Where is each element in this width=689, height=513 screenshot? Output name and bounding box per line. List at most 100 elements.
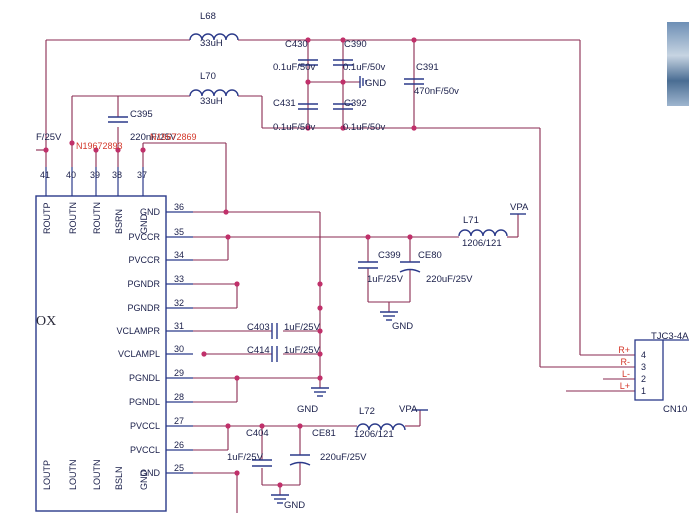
l72-ref: L72 — [359, 406, 375, 417]
connector-signal: R- — [621, 357, 631, 367]
net-label-1: N19672893 — [76, 141, 123, 151]
ic-pin-name: BSLN — [114, 466, 124, 490]
ic-pin-number: 33 — [174, 274, 184, 284]
connector-signal: R+ — [618, 345, 630, 355]
l70-value: 33uH — [200, 96, 223, 107]
c391-value: 470nF/50v — [414, 86, 459, 97]
gnd-top-label: GND — [365, 78, 386, 89]
l70-ref: L70 — [200, 71, 216, 82]
l68-ref: L68 — [200, 11, 216, 22]
c399-value: 1uF/25V — [367, 274, 404, 285]
vpa-label-1: VPA — [510, 202, 529, 213]
ic-pin-name: BSRN — [114, 209, 124, 234]
ic-pin-number: 38 — [112, 170, 122, 180]
gnd-symbol-2 — [380, 311, 398, 321]
ic-pin-name: PGNDR — [127, 279, 160, 289]
ic-pin-name: PVCCR — [128, 255, 160, 265]
gnd-label-2: GND — [392, 321, 413, 332]
vpa-label-2: VPA — [399, 404, 418, 415]
top-wiring — [36, 39, 635, 392]
ic-pin-name: LOUTP — [42, 460, 52, 490]
cap-plates-right — [252, 261, 421, 467]
left-cap-fragment: F/25V — [36, 132, 62, 143]
ic-pin-name: ROUTP — [42, 203, 52, 235]
c431-ref: C431 — [273, 98, 296, 109]
amplifier-ic — [35, 167, 193, 512]
c414-value: 1uF/25V — [284, 345, 321, 356]
ic-pin-name: LOUTN — [68, 459, 78, 490]
c431-value: 0.1uF/50v — [273, 122, 315, 133]
c399-ref: C399 — [378, 250, 401, 261]
inductor-l71 — [458, 229, 508, 237]
c391-ref: C391 — [416, 62, 439, 73]
inductor-l70 — [189, 89, 239, 97]
connector-pin-number: 2 — [641, 374, 646, 384]
c392-ref: C392 — [344, 98, 367, 109]
c395-value: 220nF/25V — [130, 132, 177, 143]
connector-pins: R+4R-3L-2L+1 — [618, 345, 646, 396]
ic-pin-name: PVCCL — [130, 445, 160, 455]
ic-pin-name: VCLAMPR — [116, 326, 160, 336]
gnd-symbol-1 — [311, 387, 329, 397]
connector-pin-number: 1 — [641, 386, 646, 396]
connector-ref: TJC3-4A — [651, 331, 689, 342]
ic-pin-number: 37 — [137, 170, 147, 180]
cap-plates-top — [108, 59, 424, 123]
ic-pin-number: 39 — [90, 170, 100, 180]
c390-value: 0.1uF/50v — [343, 62, 385, 73]
photo-thumbnail — [667, 22, 689, 106]
ic-pin-number: 30 — [174, 344, 184, 354]
right-wiring — [193, 211, 519, 513]
ic-part-fragment: OX — [36, 314, 56, 329]
ic-pin-number: 35 — [174, 227, 184, 237]
l68-value: 33uH — [200, 38, 223, 49]
ic-pin-name: PVCCR — [128, 232, 160, 242]
ic-pin-name: PGNDL — [129, 373, 160, 383]
connector-ref2: CN10 — [663, 404, 687, 415]
ic-pin-number: 25 — [174, 463, 184, 473]
ic-pin-name: VCLAMPL — [118, 349, 160, 359]
ic-pin-number: 26 — [174, 440, 184, 450]
connector-signal: L+ — [620, 381, 630, 391]
inductor-l68 — [189, 33, 239, 41]
ic-pin-name: PGNDL — [129, 397, 160, 407]
c403-value: 1uF/25V — [284, 322, 321, 333]
connector-pin-number: 3 — [641, 362, 646, 372]
ce80-ref: CE80 — [418, 250, 442, 261]
l72-value: 1206/121 — [354, 429, 394, 440]
ic-pin-name: GND — [140, 468, 161, 478]
c404-ref: C404 — [246, 428, 269, 439]
ce81-value: 220uF/25V — [320, 452, 367, 463]
ce80-value: 220uF/25V — [426, 274, 473, 285]
ic-pin-name: PVCCL — [130, 421, 160, 431]
ic-pin-name: ROUTN — [92, 202, 102, 234]
gnd-symbols — [271, 213, 526, 504]
ic-pin-name: GND — [139, 214, 149, 235]
c395-ref: C395 — [130, 109, 153, 120]
ic-pin-name: PGNDR — [127, 303, 160, 313]
ic-pin-number: 34 — [174, 250, 184, 260]
ic-pin-number: 40 — [66, 170, 76, 180]
ic-pin-number: 27 — [174, 416, 184, 426]
l71-value: 1206/121 — [462, 238, 502, 249]
c430-ref: C430 — [285, 39, 308, 50]
l71-ref: L71 — [463, 215, 479, 226]
c390-ref: C390 — [344, 39, 367, 50]
gnd-symbol-3 — [271, 494, 289, 504]
ic-pin-name: GND — [139, 470, 149, 491]
connector-cn10 — [634, 339, 689, 401]
ic-pin-name: ROUTN — [68, 202, 78, 234]
ic-pin-number: 31 — [174, 321, 184, 331]
ic-pin-number: 36 — [174, 202, 184, 212]
ic-pin-number: 41 — [40, 170, 50, 180]
gnd-label-3: GND — [284, 500, 305, 511]
inductor-l72 — [356, 423, 406, 431]
c403-ref: C403 — [247, 322, 270, 333]
connector-pin-number: 4 — [641, 350, 646, 360]
junction-dots — [43, 37, 417, 488]
ic-pin-number: 28 — [174, 392, 184, 402]
